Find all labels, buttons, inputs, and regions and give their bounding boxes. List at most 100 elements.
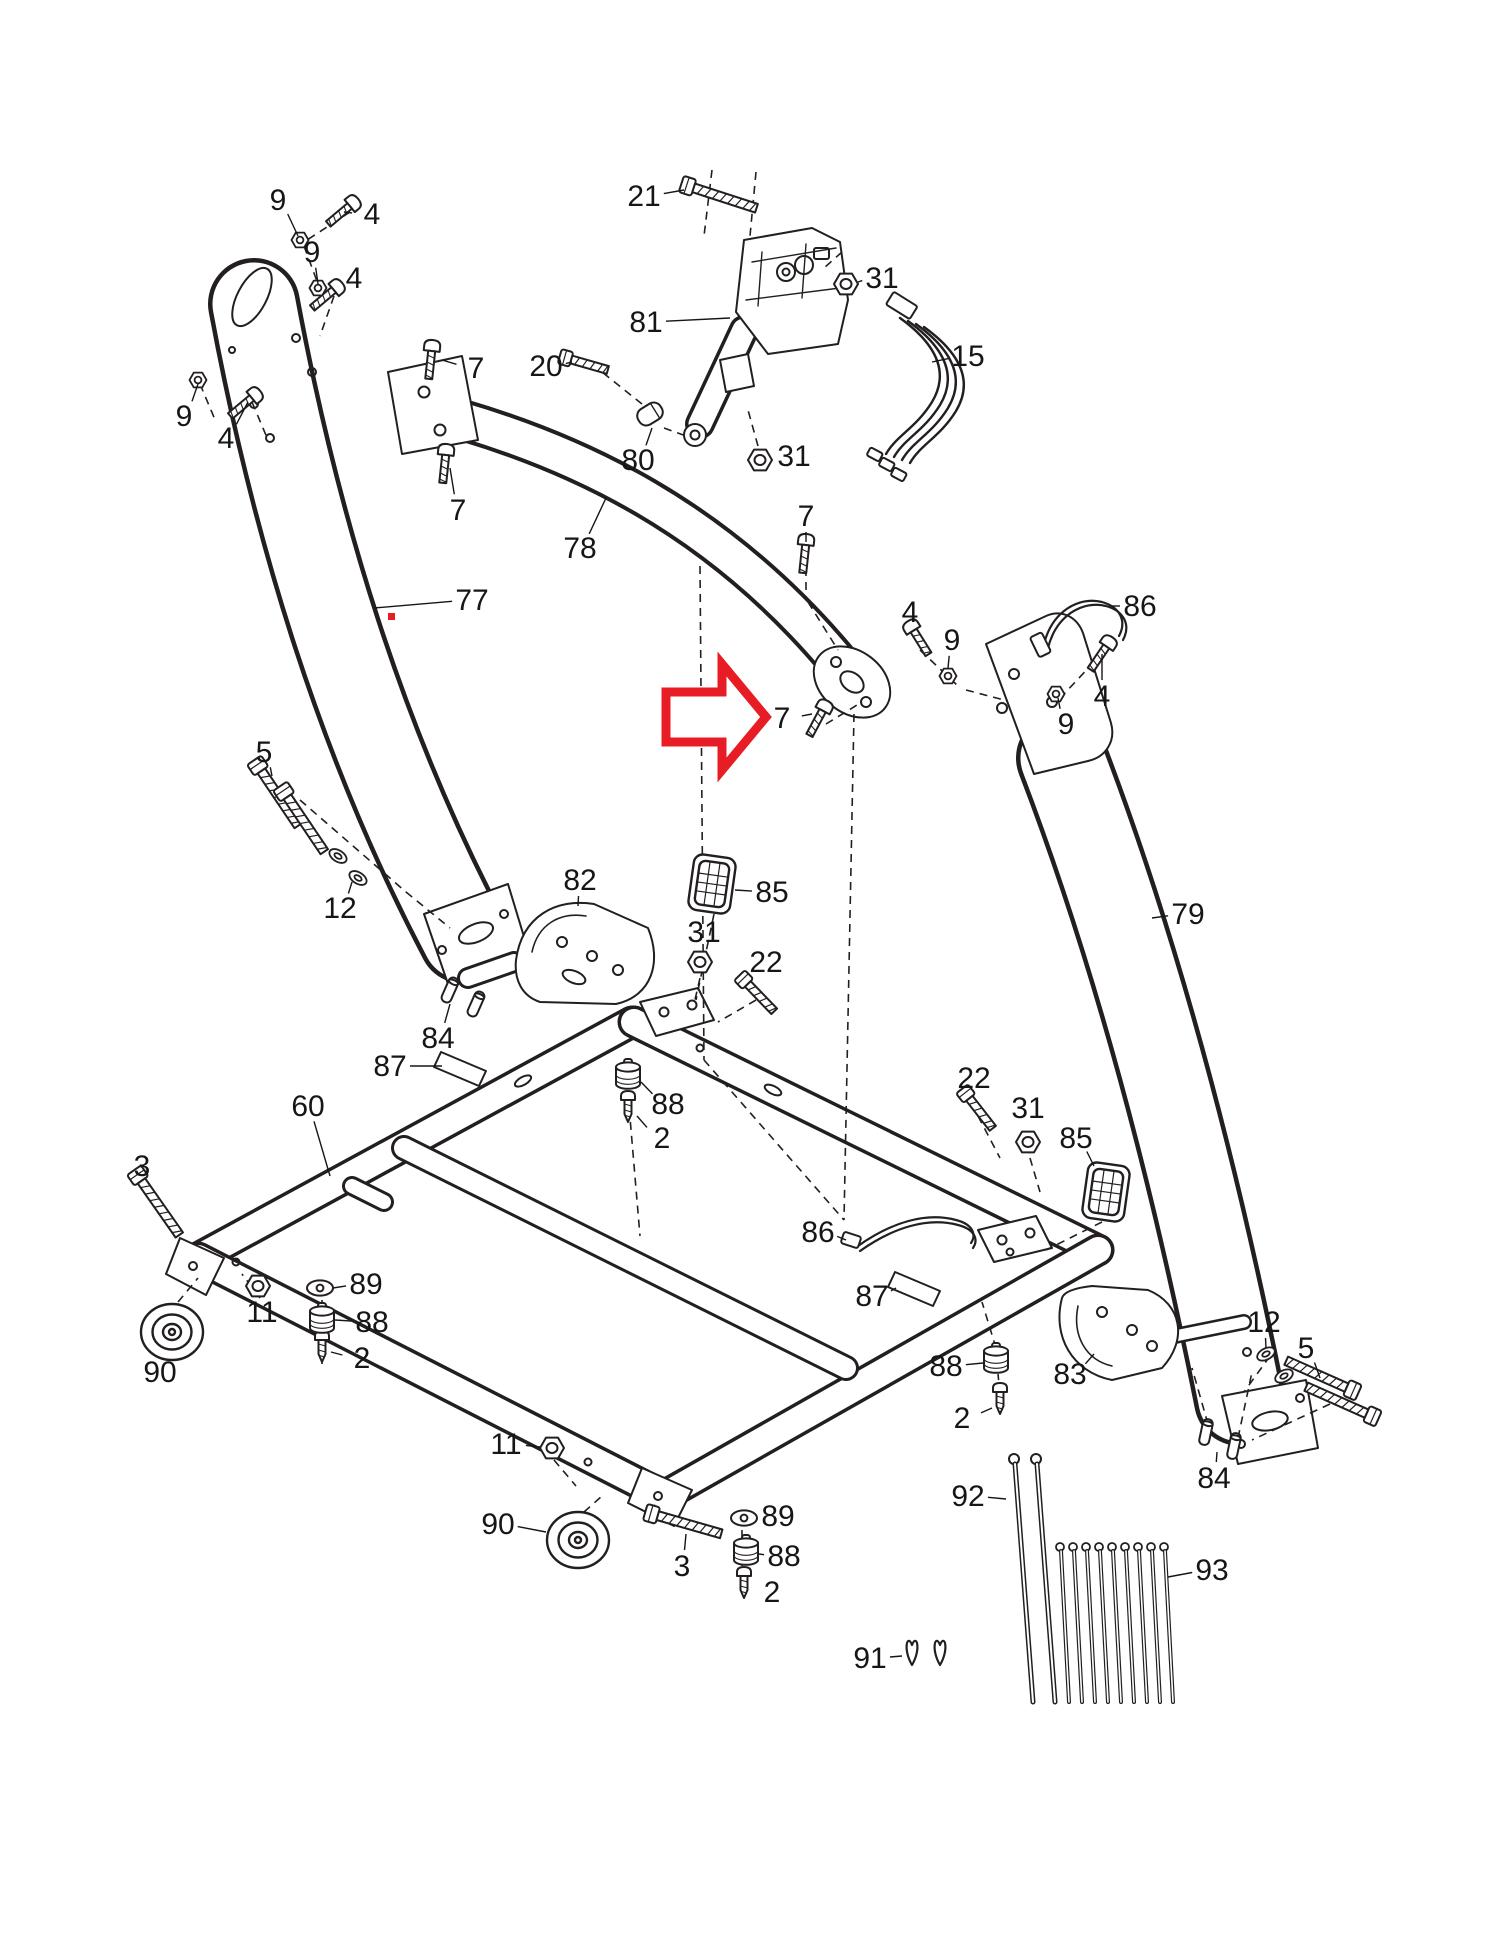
part-label-4: 4: [218, 422, 235, 455]
washer-12: [345, 867, 371, 889]
part-label-93: 93: [1195, 1554, 1228, 1587]
isolator-88: [309, 1302, 335, 1334]
nut-31: [1015, 1130, 1041, 1154]
corner-plate: [165, 1237, 225, 1296]
tie-wrap-93: [1106, 1541, 1123, 1704]
leader-line: [1057, 697, 1061, 709]
part-label-5: 5: [1298, 1332, 1315, 1365]
washer-89: [730, 1509, 758, 1527]
part-label-90: 90: [143, 1356, 176, 1389]
part-label-84: 84: [421, 1022, 454, 1055]
leader-line: [931, 357, 949, 363]
part-label-84: 84: [1197, 1462, 1230, 1495]
base-frame-60: [165, 987, 1115, 1527]
part-label-11: 11: [490, 1428, 521, 1461]
leader-line: [965, 1362, 984, 1366]
leader-line: [269, 767, 273, 777]
wire-harness-15: [866, 291, 966, 482]
leader-line: [890, 1287, 897, 1292]
wheel-90: [545, 1510, 611, 1570]
handlebar-78: [387, 355, 892, 719]
part-label-2: 2: [764, 1576, 781, 1609]
part-label-92: 92: [951, 1480, 984, 1513]
part-label-4: 4: [1094, 680, 1111, 713]
wheel-90: [139, 1302, 205, 1362]
tie-rod-92: [1031, 1454, 1055, 1702]
bolt-20: [556, 347, 611, 379]
decal-87-left: [433, 1051, 487, 1087]
part-label-9: 9: [270, 184, 287, 217]
part-label-9: 9: [304, 236, 321, 269]
leader-line: [857, 279, 863, 283]
tie-wrap-93: [1093, 1541, 1110, 1704]
screw-7-highlighted: [801, 696, 836, 741]
leader-line: [315, 267, 319, 285]
red-marker-dot: [388, 613, 395, 620]
part-label-83: 83: [1053, 1358, 1086, 1391]
part-label-12: 12: [1247, 1306, 1280, 1339]
part-label-85: 85: [755, 876, 788, 909]
washer-89: [306, 1279, 334, 1297]
isolator-88: [733, 1534, 759, 1566]
leader-line: [577, 895, 580, 907]
leader-line: [444, 1003, 451, 1024]
leader-line: [343, 211, 353, 214]
part-label-7: 7: [450, 494, 467, 527]
tie-wrap-93: [1132, 1541, 1149, 1704]
part-label-81: 81: [629, 306, 662, 339]
leader-line: [683, 1533, 687, 1551]
part-label-15: 15: [951, 340, 984, 373]
part-label-9: 9: [1058, 708, 1075, 741]
leader-line: [330, 1351, 343, 1356]
part-label-88: 88: [767, 1540, 800, 1573]
endcap-85: [1080, 1160, 1132, 1224]
leader-line: [1086, 1151, 1095, 1167]
part-label-9: 9: [944, 624, 961, 657]
part-label-80: 80: [621, 444, 654, 477]
mount-ear: [639, 987, 715, 1037]
leader-line: [980, 1407, 993, 1414]
part-label-90: 90: [481, 1508, 514, 1541]
leader-line: [801, 713, 813, 717]
clip-91: [905, 1639, 919, 1667]
leader-line: [663, 189, 685, 195]
leader-line: [636, 1115, 648, 1128]
leader-line: [640, 1081, 654, 1095]
part-label-11: 11: [246, 1296, 277, 1329]
part-label-4: 4: [346, 262, 363, 295]
part-label-87: 87: [855, 1280, 888, 1313]
part-label-9: 9: [176, 400, 193, 433]
pivot-bushing-80: [636, 401, 664, 427]
leader-line: [287, 213, 299, 237]
nut-11: [539, 1436, 565, 1460]
tie-wrap-93: [1054, 1541, 1071, 1704]
nut-31: [687, 950, 713, 974]
part-label-82: 82: [563, 864, 596, 897]
screw-2: [736, 1566, 752, 1599]
part-label-79: 79: [1171, 898, 1204, 931]
screw-2: [314, 1330, 330, 1363]
part-label-4: 4: [902, 596, 919, 629]
tie-wrap-93: [1119, 1541, 1136, 1704]
part-label-2: 2: [954, 1402, 971, 1435]
leader-line: [313, 1121, 331, 1177]
pivot-bracket-83: [1058, 1285, 1252, 1381]
part-label-21: 21: [627, 180, 660, 213]
screw-2: [992, 1382, 1008, 1415]
part-label-7: 7: [774, 702, 791, 735]
part-label-31: 31: [865, 262, 898, 295]
nut-31: [747, 448, 773, 472]
isolator-88: [983, 1342, 1009, 1374]
part-label-7: 7: [468, 352, 485, 385]
leader-line: [1084, 1353, 1095, 1365]
console-mast-81: [683, 227, 849, 447]
nut-9: [938, 667, 958, 685]
part-label-91: 91: [853, 1642, 886, 1675]
part-label-3: 3: [134, 1150, 151, 1183]
part-label-4: 4: [364, 198, 381, 231]
part-label-31: 31: [1011, 1092, 1044, 1125]
leader-line: [645, 427, 653, 446]
